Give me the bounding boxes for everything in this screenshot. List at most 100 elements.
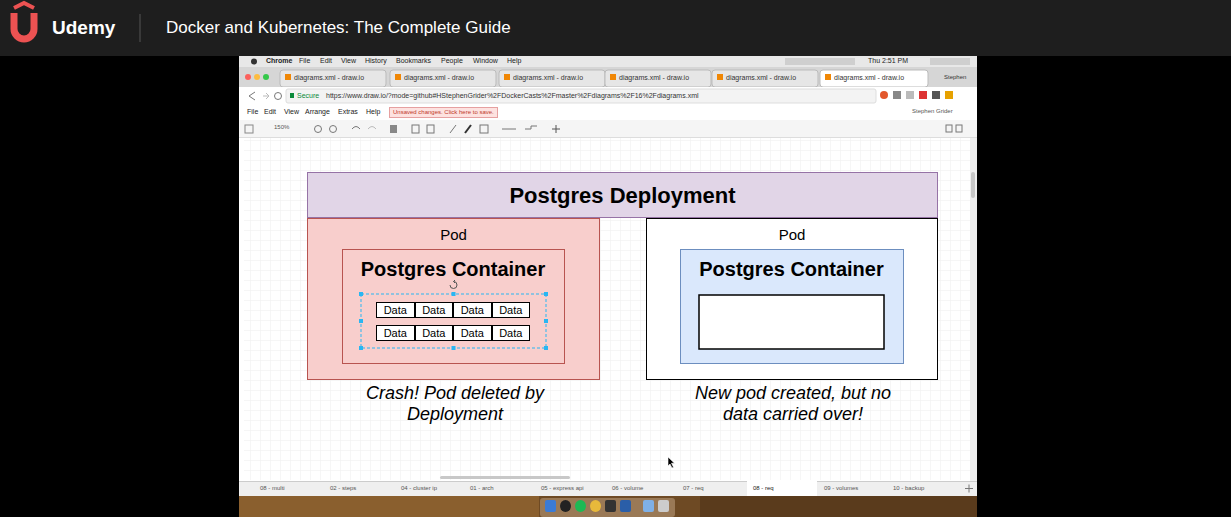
secure-badge: Secure (297, 92, 319, 100)
container-box: Postgres ContainerDataDataDataDataDataDa… (342, 249, 565, 364)
drawio-menu-part (412, 125, 419, 133)
browser-tabs-part (820, 70, 928, 87)
cell-text: Data (384, 304, 407, 317)
mac-menubar (239, 56, 977, 67)
selection-handle (359, 292, 363, 296)
address-bar-part (945, 91, 953, 99)
tab-title: diagrams.xml - draw.io (513, 74, 583, 82)
zoom-level: 150% (274, 124, 289, 131)
drawio-canvas-part (971, 172, 975, 198)
cell-text: Data (422, 304, 445, 317)
drawio-menu-part (465, 125, 471, 133)
node-heading: Pod (440, 226, 467, 243)
mac-dock-part (239, 496, 539, 517)
drawio-menu-part (330, 126, 337, 133)
empty-data-box (699, 295, 884, 349)
app-menu-item: Edit (264, 108, 276, 116)
drawio-canvas-part (244, 138, 970, 480)
page-tab: 08 - req (753, 485, 774, 492)
drawio-menu-part (552, 125, 560, 133)
data-cell: Data (453, 325, 492, 341)
address-bar-part (239, 87, 977, 105)
mac-menubar-part (239, 56, 977, 67)
browser-tabs-part (825, 74, 831, 80)
selection-handle (359, 319, 363, 323)
browser-tabs-part (499, 70, 605, 87)
drawio-menu-part (525, 126, 537, 129)
tab-title: diagrams.xml - draw.io (726, 74, 796, 82)
address-bar-part (286, 89, 876, 103)
page-tab: 08 - multi (260, 485, 285, 492)
pod-box: PodPostgres Container (646, 218, 938, 380)
tab-title: diagrams.xml - draw.io (294, 74, 364, 82)
os-menu-item: Help (507, 57, 521, 65)
pod-box: PodPostgres ContainerDataDataDataDataDat… (307, 218, 600, 380)
mac-dock-part (605, 500, 616, 512)
drawio-canvas-part (239, 138, 977, 481)
os-menu-item: History (365, 57, 387, 65)
selection-box (361, 294, 546, 348)
app-menu-item: View (284, 108, 299, 116)
address-bar (239, 87, 977, 105)
browser-tabs (239, 67, 977, 87)
drawio-menu-part (239, 105, 977, 120)
mac-dock-part (700, 496, 977, 517)
os-menu-item: Bookmarks (396, 57, 431, 65)
data-cell: Data (492, 302, 531, 318)
tab-title: diagrams.xml - draw.io (834, 74, 904, 82)
node-heading: Postgres Container (361, 258, 545, 281)
drawio-menu-part (956, 125, 962, 132)
browser-tabs-part (390, 70, 496, 87)
address-bar-part (893, 91, 901, 99)
browser-tabs-part (239, 67, 977, 87)
mac-dock-part (575, 500, 586, 512)
data-cell: Data (376, 325, 415, 341)
page-tab: 10 - backup (893, 485, 924, 492)
mac-dock-part (540, 498, 675, 517)
mac-dock-part (620, 500, 631, 512)
user-name: Stephen Grider (912, 108, 953, 115)
address-bar-part (290, 93, 294, 98)
udemy-header-part (140, 14, 141, 42)
app-menu-item: Arrange (305, 108, 330, 116)
mac-menubar-part (251, 59, 257, 65)
data-cell: Data (415, 302, 454, 318)
selection-handle (359, 346, 363, 350)
brand-name: Udemy (52, 17, 115, 40)
page-tab: 01 - arch (470, 485, 494, 492)
drawio-menu (239, 105, 977, 138)
page-tab-bar (239, 481, 977, 496)
node-heading: Postgres Container (699, 258, 883, 281)
page-tab-bar-part (747, 481, 817, 496)
video-ground (0, 56, 1231, 517)
drawio-menu-part (352, 127, 360, 130)
page-tab-bar-part (239, 481, 977, 496)
os-menu-item: View (341, 57, 356, 65)
address-bar-part (249, 92, 255, 100)
video-ground-part (0, 56, 1231, 517)
node-heading: Pod (779, 226, 806, 243)
page-tab: 04 - cluster ip (401, 485, 437, 492)
mac-dock-part (658, 500, 669, 512)
mac-menubar-part (930, 58, 970, 65)
browser-tabs-part (712, 70, 818, 87)
address-bar-part (263, 93, 269, 99)
drawio-canvas (239, 138, 977, 481)
data-cell: Data (415, 325, 454, 341)
cell-text: Data (461, 304, 484, 317)
udemy-header (0, 0, 1231, 56)
browser-tabs-part (254, 74, 260, 80)
page-tab: 02 - steps (330, 485, 356, 492)
mac-dock (239, 496, 977, 517)
browser-tabs-part (280, 70, 386, 87)
cell-text: Data (461, 327, 484, 340)
drawio-menu-part (239, 120, 977, 138)
selection-handle (544, 319, 548, 323)
drawio-menu-part (245, 125, 253, 133)
app-menu-item: Help (366, 108, 380, 116)
browser-tabs-part (504, 74, 510, 80)
browser-tabs-part (605, 70, 711, 87)
cell-text: Data (499, 327, 522, 340)
